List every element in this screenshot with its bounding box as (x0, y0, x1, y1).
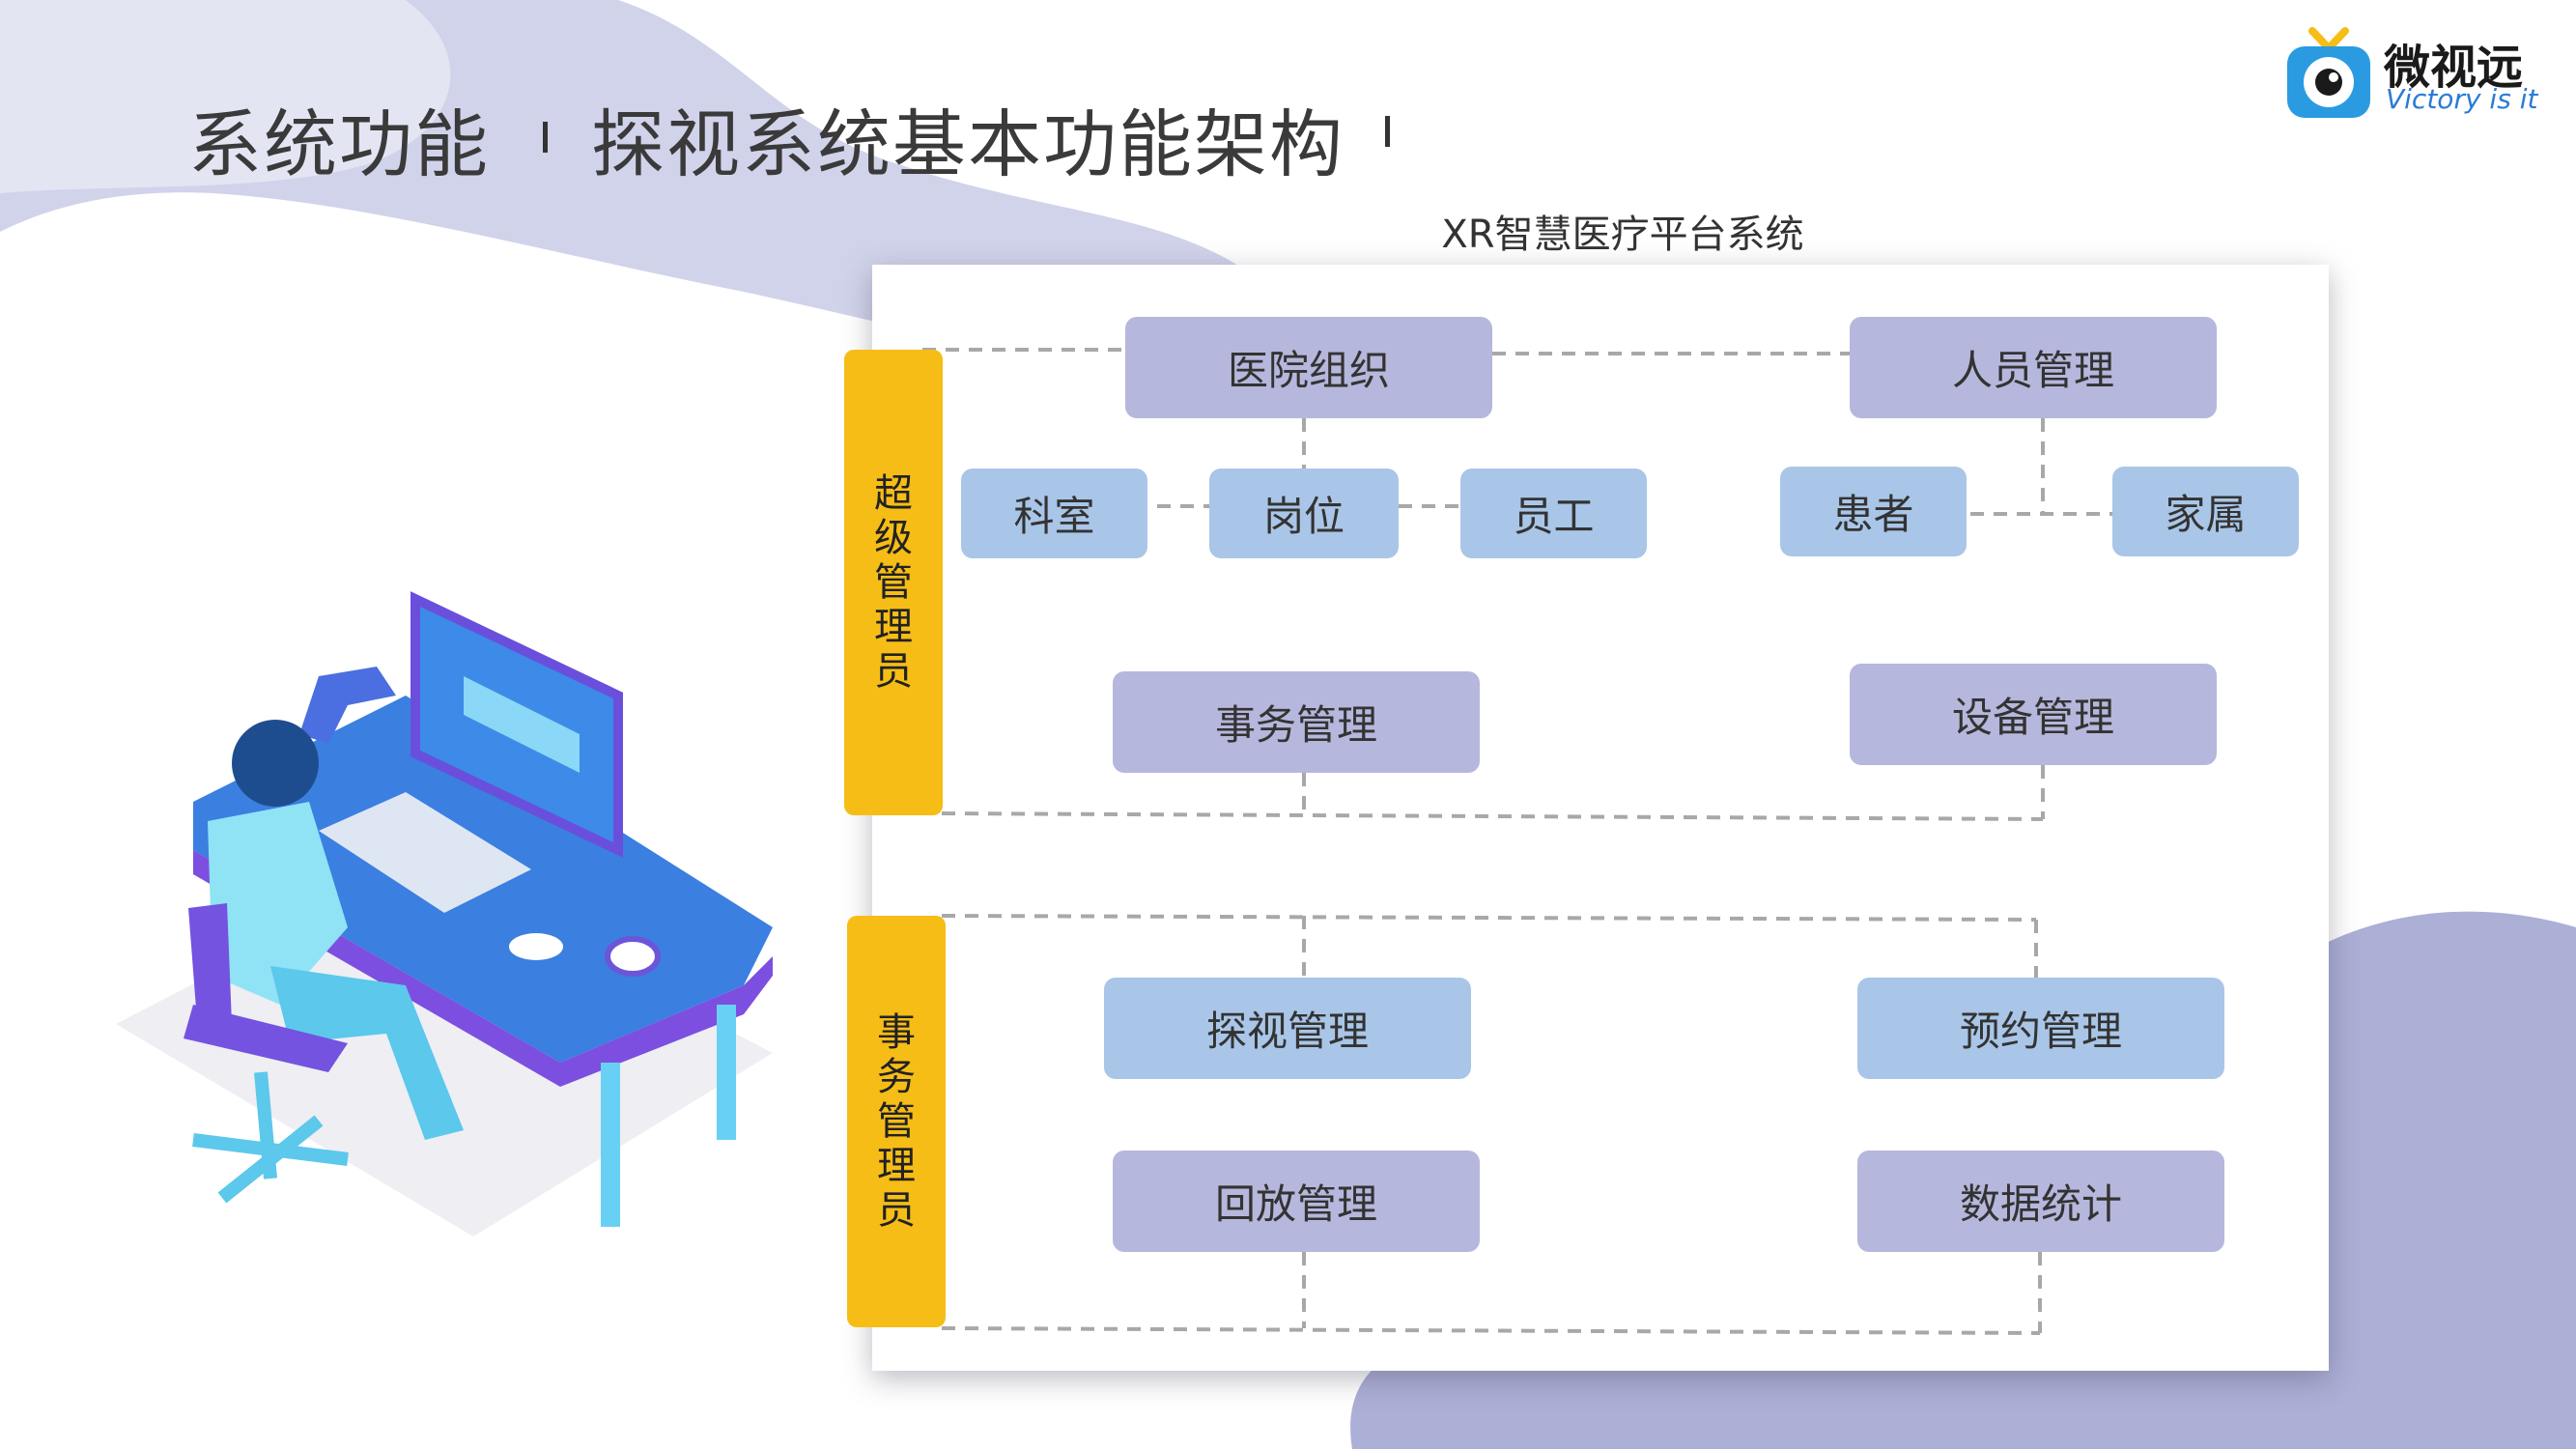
logo-name: 微视远 (2384, 41, 2524, 95)
node-playback-management: 回放管理 (1113, 1151, 1480, 1252)
logo-tv-icon (2287, 27, 2370, 118)
role-affairs-admin-label: 事务管理员 (877, 1010, 916, 1233)
role-super-admin-label: 超级管理员 (874, 471, 913, 694)
lamp (299, 667, 396, 744)
title-separator-1 (543, 122, 548, 153)
node-data-statistics: 数据统计 (1857, 1151, 2224, 1252)
node-department: 科室 (961, 469, 1147, 558)
logo-slogan: Victory is it (2386, 83, 2538, 115)
page-title: 探视系统基本功能架构 (591, 101, 1345, 187)
desk-leg-right (717, 1005, 736, 1140)
mouse (509, 933, 563, 960)
node-appointment-management: 预约管理 (1857, 978, 2224, 1079)
monitor-screen-code (464, 676, 580, 773)
person-head (232, 720, 319, 807)
node-hospital-org: 医院组织 (1125, 317, 1492, 418)
chair-base (192, 1071, 349, 1204)
person-body (208, 802, 348, 1005)
node-staff: 员工 (1460, 469, 1647, 558)
person-legs (270, 966, 464, 1140)
node-patient: 患者 (1780, 467, 1967, 556)
desk-leg-front (601, 1063, 620, 1227)
role-affairs-admin: 事务管理员 (847, 916, 946, 1327)
node-post: 岗位 (1209, 469, 1399, 558)
node-family: 家属 (2112, 467, 2299, 556)
person-at-desk-illustration (116, 591, 773, 1236)
platform-title: XR智慧医疗平台系统 (1441, 213, 1804, 257)
coffee-cup (605, 936, 661, 977)
role-super-admin: 超级管理员 (844, 350, 943, 815)
desk-edge (193, 850, 773, 1087)
section-title: 系统功能 (188, 101, 490, 187)
node-affairs-management: 事务管理 (1113, 671, 1480, 773)
node-personnel: 人员管理 (1850, 317, 2217, 418)
keyboard (319, 792, 531, 913)
node-visit-management: 探视管理 (1104, 978, 1471, 1079)
top-left-wave-light (0, 0, 451, 193)
chair-back (188, 903, 232, 1034)
title-separator-2 (1385, 116, 1390, 147)
node-equipment-management: 设备管理 (1850, 664, 2217, 765)
